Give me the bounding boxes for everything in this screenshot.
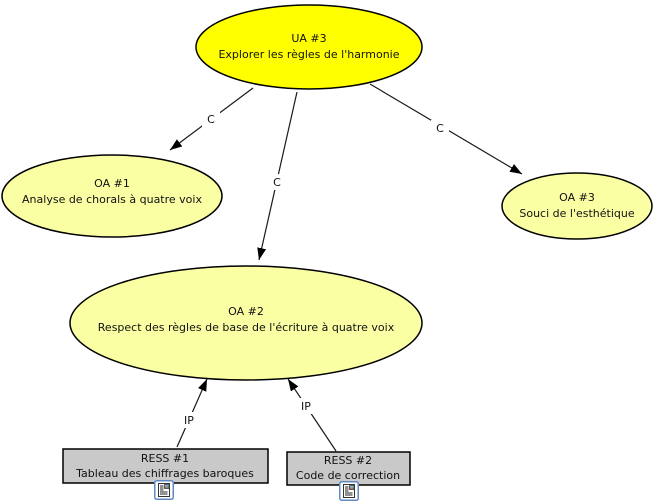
link-ua3-to-oa3[interactable]: C (369, 83, 523, 175)
link-ua3-to-oa1[interactable]: C (169, 87, 254, 151)
resource-box[interactable] (62, 448, 269, 484)
node-label: Souci de l'esthétique (519, 207, 634, 220)
link-label-background (295, 398, 317, 414)
node-label: Explorer les règles de l'harmonie (218, 48, 399, 61)
document-attachment-icon[interactable] (339, 481, 359, 501)
node-oa1[interactable]: OA #1 Analyse de chorals à quatre voix (1, 154, 223, 238)
node-id: RESS #2 (324, 454, 372, 467)
node-id: RESS #1 (141, 452, 189, 465)
unit-ellipse[interactable] (195, 4, 423, 90)
node-id: OA #2 (228, 305, 264, 318)
link-ress2-to-oa2[interactable]: IP (287, 378, 337, 452)
node-oa2[interactable]: OA #2 Respect des règles de base de l'éc… (69, 265, 423, 381)
node-label: Respect des règles de base de l'écriture… (98, 321, 395, 334)
node-ua3[interactable]: UA #3 Explorer les règles de l'harmonie (195, 4, 423, 90)
node-id: OA #3 (559, 191, 595, 204)
node-ress2[interactable]: RESS #2 Code de correction (286, 451, 411, 501)
link-type-label: C (273, 176, 281, 189)
resource-box[interactable] (286, 451, 411, 486)
link-ress1-to-oa2[interactable]: IP (176, 378, 208, 448)
objective-ellipse[interactable] (69, 265, 423, 381)
link-label-background (431, 120, 449, 136)
node-id: OA #1 (94, 177, 130, 190)
link-line[interactable] (287, 378, 337, 452)
objective-ellipse[interactable] (501, 172, 653, 240)
node-label: Analyse de chorals à quatre voix (22, 193, 202, 206)
link-ua3-to-oa2[interactable]: C (257, 91, 298, 261)
node-ress1[interactable]: RESS #1 Tableau des chiffrages baroques (62, 448, 269, 500)
link-type-label: C (207, 113, 215, 126)
link-label-background (202, 111, 220, 127)
node-label: Tableau des chiffrages baroques (75, 467, 254, 480)
node-label: Code de correction (296, 469, 400, 482)
link-type-label: IP (184, 414, 194, 427)
node-oa3[interactable]: OA #3 Souci de l'esthétique (501, 172, 653, 240)
link-label-background (268, 174, 286, 190)
link-label-background (178, 412, 200, 428)
link-type-label: C (436, 122, 444, 135)
link-type-label: IP (301, 400, 311, 413)
document-attachment-icon[interactable] (154, 480, 174, 500)
node-id: UA #3 (291, 32, 326, 45)
objective-ellipse[interactable] (1, 154, 223, 238)
